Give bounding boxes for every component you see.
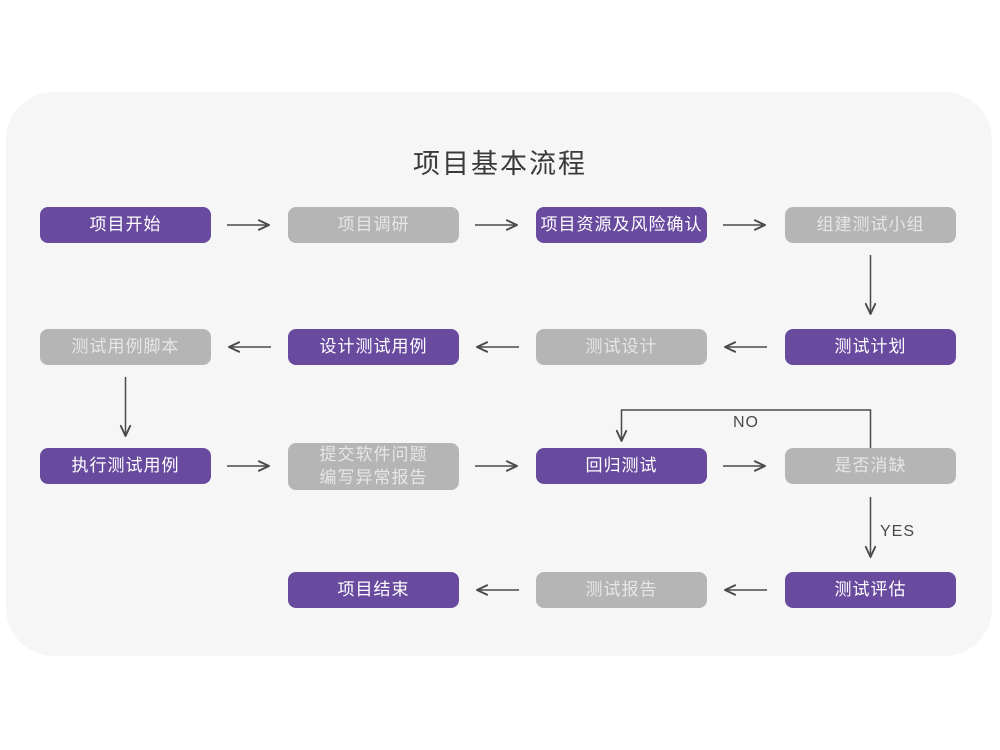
node-test-case-script: 测试用例脚本 [40,329,211,365]
node-test-evaluation: 测试评估 [785,572,956,608]
node-regression-test: 回归测试 [536,448,707,484]
node-submit-issues-report: 提交软件问题 编写异常报告 [288,443,459,490]
node-resources-risk-confirm: 项目资源及风险确认 [536,207,707,243]
node-test-report: 测试报告 [536,572,707,608]
page-title: 项目基本流程 [413,149,587,179]
node-test-design: 测试设计 [536,329,707,365]
edge-label-no: NO [733,414,759,431]
node-project-research: 项目调研 [288,207,459,243]
node-design-test-cases: 设计测试用例 [288,329,459,365]
edge-label-yes: YES [880,523,916,540]
node-execute-test-cases: 执行测试用例 [40,448,211,484]
node-test-plan: 测试计划 [785,329,956,365]
node-project-start: 项目开始 [40,207,211,243]
node-defect-resolved-check: 是否消缺 [785,448,956,484]
node-form-test-team: 组建测试小组 [785,207,956,243]
node-project-end: 项目结束 [288,572,459,608]
flowchart-card [6,92,992,656]
